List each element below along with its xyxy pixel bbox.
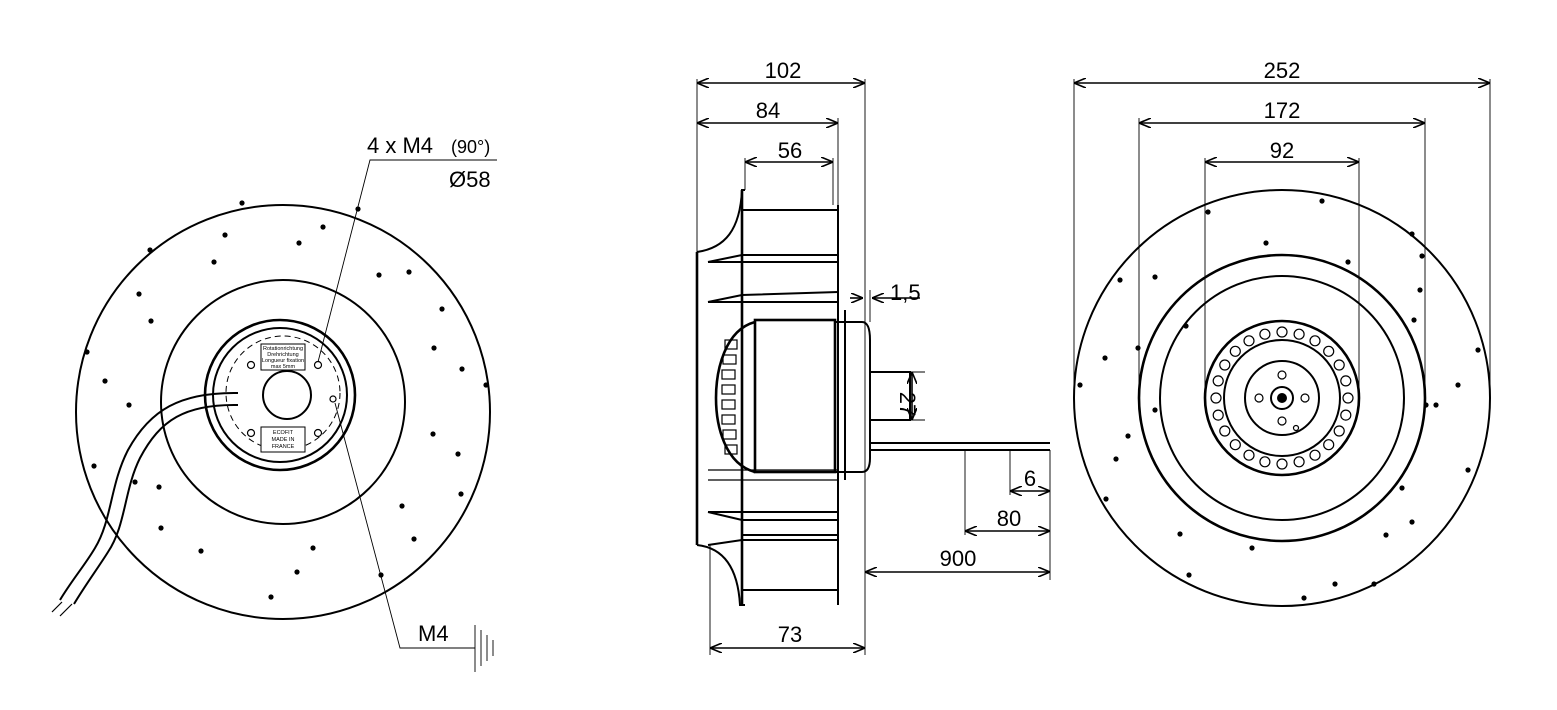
rear-hub-hole xyxy=(1254,393,1264,403)
rotation-nameplate xyxy=(260,343,306,371)
vent-hole xyxy=(1333,359,1345,371)
nameplate-bottom-line-1: ECOFIT xyxy=(273,430,294,436)
nameplate-bottom-line-2: MADE IN xyxy=(272,437,295,443)
vent-hole xyxy=(1340,375,1352,387)
mount-hole xyxy=(313,428,323,438)
vent-hole xyxy=(1229,345,1241,357)
cable-wire xyxy=(51,601,63,613)
dim-80-label: 80 xyxy=(997,506,1021,531)
dim-900-label: 900 xyxy=(940,546,977,571)
dim-92-label: 92 xyxy=(1270,138,1294,163)
origin-nameplate xyxy=(260,426,306,453)
rear-hub-hole xyxy=(1277,370,1287,380)
cable-wire xyxy=(59,603,73,617)
vent-hole xyxy=(1212,375,1224,387)
rear-hub-hole xyxy=(1277,416,1287,426)
dim-102-label: 102 xyxy=(765,58,802,83)
mount-hole xyxy=(246,360,256,370)
side-view: 102 84 56 1,5 27 6 80 900 73 xyxy=(695,58,1051,655)
rear-hub-hole xyxy=(1300,393,1310,403)
front-view: Rotationrichtung Drehrichtung Longueur f… xyxy=(51,133,497,672)
motor-rotor xyxy=(714,320,756,474)
impeller-inlet-ring xyxy=(160,279,406,525)
rear-hub-hole xyxy=(1292,424,1300,432)
blade-rivets xyxy=(84,200,489,600)
vent-hole xyxy=(1323,345,1335,357)
motor-stator xyxy=(753,318,837,474)
vent-hole xyxy=(1212,409,1224,421)
dim-27-label: 27 xyxy=(895,392,920,416)
nameplate-top-line-2: Drehrichtung xyxy=(267,352,299,358)
blade-profile-top xyxy=(696,189,745,253)
power-cable xyxy=(59,391,239,601)
dim-1-5-label: 1,5 xyxy=(890,280,921,305)
rear-hub-ring xyxy=(1244,360,1320,436)
rear-motor-inner xyxy=(1223,339,1341,457)
dim-56-label: 56 xyxy=(778,138,802,163)
vent-hole xyxy=(1293,328,1305,340)
rear-shaft xyxy=(1277,393,1287,403)
bolt-circle xyxy=(225,335,341,451)
callout-diameter-label: Ø58 xyxy=(449,167,491,192)
vent-hole xyxy=(1276,458,1288,470)
nameplate-bottom-line-3: FRANCE xyxy=(272,444,295,450)
rear-view: 252 172 92 xyxy=(1073,58,1491,607)
vent-hole xyxy=(1229,439,1241,451)
rear-inner-ring xyxy=(1159,275,1405,521)
rotor-fins xyxy=(721,339,738,455)
dim-73-label: 73 xyxy=(778,622,802,647)
ground-label: M4 xyxy=(418,621,449,646)
vent-hole xyxy=(1259,328,1271,340)
vent-hole xyxy=(1333,425,1345,437)
vent-hole xyxy=(1276,326,1288,338)
dim-252-label: 252 xyxy=(1264,58,1301,83)
motor-rotor-inner xyxy=(212,327,348,463)
dim-84-label: 84 xyxy=(756,98,780,123)
vent-hole xyxy=(1323,439,1335,451)
nameplate-top-line-1: Rotationrichtung xyxy=(263,346,303,352)
callout-leader-ground xyxy=(334,402,475,649)
vent-hole xyxy=(1293,456,1305,468)
vent-hole xyxy=(1243,449,1255,461)
vent-hole xyxy=(1309,335,1321,347)
vent-hole xyxy=(1340,409,1352,421)
impeller-outer-ring xyxy=(75,204,491,620)
vent-hole xyxy=(1219,359,1231,371)
mount-hole xyxy=(313,360,323,370)
callout-leader-holes xyxy=(317,159,497,363)
vent-hole xyxy=(1243,335,1255,347)
vent-hole xyxy=(1219,425,1231,437)
mount-hole xyxy=(246,428,256,438)
nameplate-top-line-4: max 5mm xyxy=(271,364,296,370)
vent-hole xyxy=(1309,449,1321,461)
callout-holes-label: 4 x M4 xyxy=(367,133,433,158)
rear-blade-rivets xyxy=(1077,198,1481,601)
dim-172-label: 172 xyxy=(1264,98,1301,123)
power-cable xyxy=(73,403,239,605)
rear-hub-center xyxy=(1270,386,1294,410)
ground-screw-hole xyxy=(329,395,337,403)
vent-hole xyxy=(1259,456,1271,468)
callout-angle-label: (90°) xyxy=(451,137,490,157)
vent-hole xyxy=(1210,392,1222,404)
hub-bore xyxy=(262,370,312,420)
motor-vent-holes xyxy=(1210,326,1354,470)
dim-6-label: 6 xyxy=(1024,466,1036,491)
ground-icon xyxy=(474,625,494,672)
vent-hole xyxy=(1342,392,1354,404)
nameplate-top-line-3: Longueur fixation xyxy=(262,358,304,364)
blade-profile-bottom xyxy=(696,544,745,606)
